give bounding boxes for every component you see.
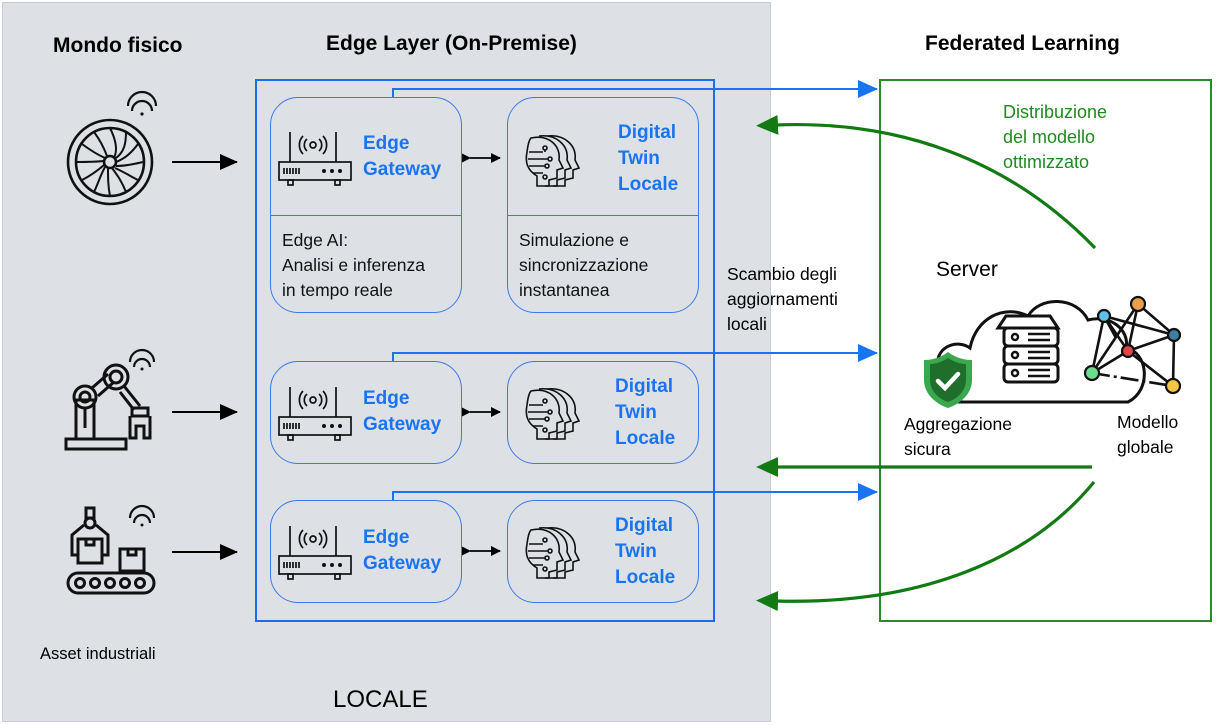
update-arrow-2 — [392, 344, 878, 362]
digital-twin-head-icon — [525, 388, 581, 440]
federated-learning-title: Federated Learning — [925, 32, 1120, 55]
edge-gateway-title: Edge Gateway — [363, 527, 442, 574]
model-node — [1166, 327, 1182, 343]
edge-gateway-card-3[interactable]: Edge Gateway — [270, 500, 462, 603]
model-node — [1129, 295, 1147, 313]
card-divider — [271, 215, 461, 216]
locale-label: LOCALE — [333, 686, 428, 713]
router-icon — [278, 387, 352, 441]
distribution-arrow-3 — [756, 480, 1096, 612]
edge-layer-title: Edge Layer (On-Premise) — [326, 32, 577, 55]
digital-twin-title: Digital Twin Locale — [618, 122, 679, 195]
digital-twin-head-icon — [525, 527, 581, 579]
router-icon — [278, 132, 352, 186]
turbine-icon — [66, 90, 158, 206]
edge-gateway-description: Edge AI: Analisi e inferenza in tempo re… — [282, 230, 425, 300]
assets-caption: Asset industriali — [40, 645, 156, 663]
update-arrow-1 — [392, 80, 878, 98]
card-divider — [508, 215, 698, 216]
conveyor-icon — [66, 504, 156, 595]
digital-twin-description: Simulazione e sincronizzazione instantan… — [519, 230, 649, 300]
update-arrow-3 — [392, 483, 878, 501]
global-model-network-icon — [1083, 295, 1182, 395]
model-node — [1096, 308, 1112, 324]
edge-layer-box — [255, 79, 715, 622]
server-title: Server — [936, 258, 998, 281]
model-node — [1120, 343, 1136, 359]
digital-twin-card-3[interactable]: Digital Twin Locale — [507, 500, 699, 603]
distribution-arrow-1 — [756, 114, 1097, 250]
digital-twin-card-2[interactable]: Digital Twin Locale — [507, 361, 699, 464]
digital-twin-head-icon — [525, 135, 581, 187]
model-distribution-label: Distribuzione del modello ottimizzato — [1003, 102, 1108, 172]
edge-gateway-title: Edge Gateway — [363, 133, 442, 180]
router-icon — [278, 526, 352, 580]
digital-twin-title: Digital Twin Locale — [615, 376, 676, 449]
robotic-arm-icon — [64, 348, 156, 451]
edge-gateway-card-1[interactable]: Edge Gateway Edge AI: Analisi e inferenz… — [270, 97, 462, 313]
secure-aggregation-label: Aggregazione sicura — [904, 414, 1012, 459]
edge-gateway-card-2[interactable]: Edge Gateway — [270, 361, 462, 464]
digital-twin-title: Digital Twin Locale — [615, 515, 676, 588]
shield-check-icon — [924, 352, 972, 408]
digital-twin-card-1[interactable]: Digital Twin Locale Simulazione e sincro… — [507, 97, 699, 313]
edge-gateway-title: Edge Gateway — [363, 388, 442, 435]
updates-exchange-label: Scambio degli aggiornamenti locali — [727, 264, 838, 334]
global-model-label: Modello globale — [1117, 412, 1179, 457]
model-node — [1083, 364, 1101, 382]
model-node — [1164, 377, 1182, 395]
physical-world-title: Mondo fisico — [53, 34, 183, 57]
